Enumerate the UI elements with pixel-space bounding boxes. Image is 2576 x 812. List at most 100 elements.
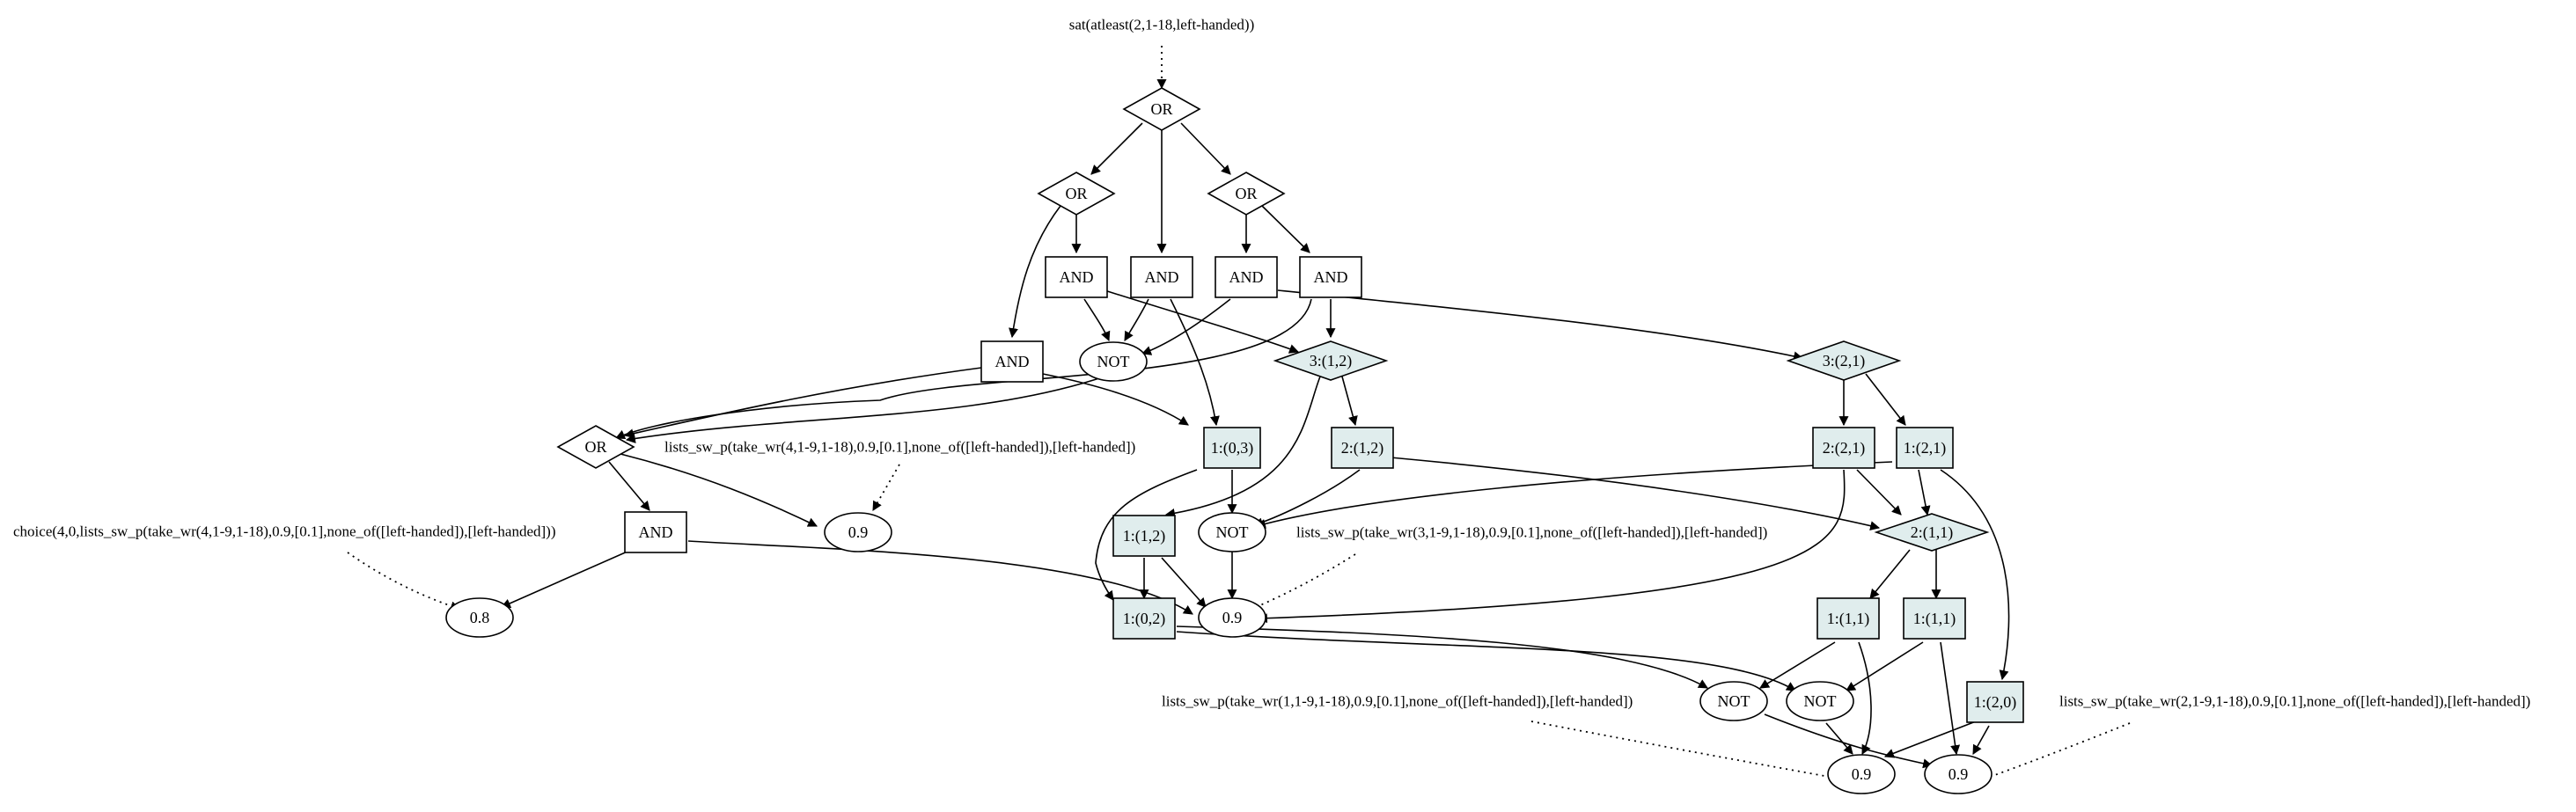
- edge-b120-to-0.9d: [1972, 725, 1990, 755]
- edge-not-top-to-or-mid: [625, 376, 1105, 443]
- node-label: NOT: [1718, 692, 1750, 710]
- node-label: 1:(1,1): [1827, 610, 1870, 628]
- node-label: 0.9: [1949, 765, 1969, 783]
- edge-b120-to-0.9c: [1883, 721, 1977, 758]
- node-label: 2:(1,1): [1911, 523, 1954, 542]
- edge-b111a-to-0.9c: [1858, 641, 1872, 755]
- annotation-lists4: lists_sw_p(take_wr(4,1-9,1-18),0.9,[0.1]…: [664, 439, 1135, 456]
- edge-b111b-to-0.9d: [1940, 641, 1961, 756]
- or-diamond-node[interactable]: OR: [556, 425, 635, 469]
- node-label: 1:(2,1): [1904, 439, 1947, 457]
- node-label: OR: [584, 438, 606, 456]
- node-label: 0.9: [1222, 609, 1243, 626]
- node-label: 1:(1,1): [1913, 610, 1956, 628]
- node-label: 1:(0,3): [1211, 439, 1254, 457]
- state-box-node[interactable]: 2:(1,2): [1331, 427, 1394, 469]
- edge-and-a-to-d312: [1104, 289, 1300, 354]
- not-ellipse-node[interactable]: NOT: [1699, 681, 1768, 721]
- probability-ellipse-node[interactable]: 0.8: [445, 597, 514, 638]
- edge-or-top-to-or-left: [1090, 122, 1143, 175]
- nodes: OR OR OR AND AND AND AND: [445, 87, 2024, 794]
- edge-and-c-to-not-top: [1141, 298, 1231, 355]
- node-label: 0.9: [848, 523, 869, 541]
- or-diamond-node[interactable]: OR: [1122, 87, 1201, 131]
- edge-b112-to-0.9b: [1161, 557, 1207, 608]
- node-label: NOT: [1097, 353, 1130, 370]
- state-diamond-node[interactable]: 2:(1,1): [1874, 513, 1990, 552]
- edge-lists2-to-0.9: [1978, 722, 2131, 782]
- edge-b121-to-d211: [1918, 469, 1931, 516]
- node-label: AND: [1229, 268, 1264, 286]
- node-label: 3:(1,2): [1310, 352, 1353, 370]
- edge-b102-to-not-b2: [1176, 631, 1796, 691]
- node-label: OR: [1150, 100, 1172, 118]
- state-box-node[interactable]: 2:(2,1): [1812, 427, 1875, 469]
- edge-and-f-to-0.8: [500, 550, 630, 609]
- edge-b102-to-not-b1: [1176, 625, 1708, 689]
- node-label: 2:(2,1): [1823, 439, 1866, 457]
- edge-or-mid-to-0.9: [620, 453, 818, 527]
- edge-not-b2-to-0.9c: [1825, 722, 1853, 755]
- edge-lists4-to-0.9: [872, 464, 900, 511]
- edge-or-right-to-and-d: [1261, 205, 1310, 253]
- state-box-node[interactable]: 1:(2,1): [1896, 427, 1954, 469]
- node-label: OR: [1065, 185, 1087, 202]
- edges: [347, 46, 2131, 782]
- node-label: 2:(1,2): [1341, 439, 1384, 457]
- probability-ellipse-node[interactable]: 0.9: [1827, 754, 1896, 794]
- state-box-node[interactable]: 1:(2,0): [1966, 681, 2024, 723]
- and-box-node[interactable]: AND: [624, 511, 687, 553]
- node-label: AND: [1314, 268, 1348, 286]
- probability-ellipse-node[interactable]: 0.9: [824, 512, 892, 552]
- probability-ellipse-node[interactable]: 0.9: [1198, 597, 1266, 638]
- or-diamond-node[interactable]: OR: [1037, 172, 1116, 216]
- not-ellipse-node[interactable]: NOT: [1079, 341, 1148, 382]
- and-box-node[interactable]: AND: [1299, 256, 1362, 298]
- node-label: AND: [995, 353, 1030, 370]
- not-ellipse-node[interactable]: NOT: [1198, 512, 1266, 552]
- edge-b212-to-d211: [1390, 457, 1881, 531]
- edge-or-top-to-or-right: [1180, 122, 1231, 175]
- node-label: 1:(2,0): [1974, 693, 2017, 712]
- node-label: NOT: [1804, 692, 1837, 710]
- edge-d312-to-b212: [1341, 376, 1358, 427]
- edge-and-c-to-d321: [1277, 289, 1804, 362]
- edge-and-e-to-or-mid: [623, 367, 982, 439]
- node-label: 3:(2,1): [1823, 352, 1866, 370]
- state-box-node[interactable]: 1:(0,3): [1203, 427, 1261, 469]
- not-ellipse-node[interactable]: NOT: [1786, 681, 1854, 721]
- edge-b221-to-d211: [1856, 469, 1902, 516]
- edge-b111b-to-not-b2: [1846, 641, 1924, 691]
- annotations: sat(atleast(2,1-18,left-handed)) lists_s…: [13, 17, 2530, 710]
- and-box-node[interactable]: AND: [980, 340, 1044, 383]
- query-label: sat(atleast(2,1-18,left-handed)): [1069, 17, 1255, 33]
- and-box-node[interactable]: AND: [1045, 256, 1108, 298]
- edge-d321-to-b121: [1865, 373, 1906, 426]
- edge-and-b-to-not-top: [1124, 298, 1149, 341]
- state-diamond-node[interactable]: 3:(1,2): [1273, 340, 1389, 381]
- node-label: 0.8: [470, 609, 490, 626]
- edge-and-d-to-or-mid: [614, 298, 1312, 439]
- edge-b212-to-not-mid: [1252, 469, 1361, 527]
- edge-and-b-to-b103: [1170, 298, 1220, 427]
- edge-b103-to-b102: [1095, 469, 1198, 601]
- state-box-node[interactable]: 1:(1,1): [1903, 597, 1966, 640]
- edge-lists1-to-0.9: [1530, 721, 1841, 782]
- edge-b111a-to-not-b1: [1759, 641, 1836, 689]
- node-label: 1:(0,2): [1123, 610, 1166, 628]
- state-box-node[interactable]: 1:(1,1): [1816, 597, 1880, 640]
- edge-not-b1-to-0.9d: [1764, 713, 1934, 769]
- or-diamond-node[interactable]: OR: [1207, 172, 1286, 216]
- and-box-node[interactable]: AND: [1215, 256, 1278, 298]
- probability-ellipse-node[interactable]: 0.9: [1924, 754, 1993, 794]
- edge-lists3-to-0.9: [1246, 553, 1356, 612]
- edge-or-left-to-and-e: [1009, 205, 1061, 339]
- state-box-node[interactable]: 1:(0,2): [1112, 597, 1176, 640]
- state-box-node[interactable]: 1:(1,2): [1112, 515, 1176, 557]
- node-label: 0.9: [1852, 765, 1872, 783]
- and-box-node[interactable]: AND: [1130, 256, 1193, 298]
- state-diamond-node[interactable]: 3:(2,1): [1786, 340, 1902, 381]
- annotation-lists3: lists_sw_p(take_wr(3,1-9,1-18),0.9,[0.1]…: [1296, 524, 1767, 541]
- node-label: AND: [639, 523, 673, 541]
